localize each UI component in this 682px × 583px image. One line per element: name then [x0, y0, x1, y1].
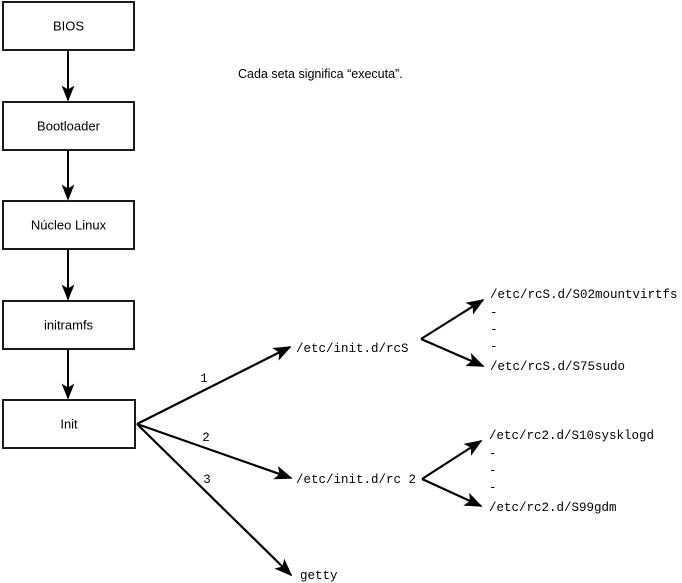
box-outline-bootloader — [2, 101, 135, 151]
diagram-caption: Cada seta significa “executa”. — [238, 67, 403, 81]
entry-path-rc2-1: /etc/rc2.d/S10sysklogd — [489, 429, 654, 443]
init-branch-number-1: 1 — [200, 372, 208, 386]
entry-ellipsis-rcS-3: - — [490, 323, 498, 337]
terminal-label-getty: getty — [300, 569, 338, 583]
script-group-rc2: /etc/init.d/rc 2/etc/rc2.d/S10sysklogd - -… — [296, 429, 654, 515]
script-arrow-rc2-1 — [421, 440, 483, 480]
process-box-bios: BIOS — [2, 1, 135, 51]
init-branch-arrow-rcS — [136, 346, 292, 425]
script-arrow-rcS-2 — [420, 337, 485, 368]
script-groups: /etc/init.d/rcS/etc/rcS.d/S02mountvirtfs… — [296, 288, 678, 515]
terminal-nodes: getty — [300, 569, 338, 583]
init-branch-number-2: 2 — [202, 431, 210, 445]
entry-ellipsis-rcS-2: - — [490, 306, 498, 320]
entry-path-rc2-5: /etc/rc2.d/S99gdm — [489, 501, 617, 515]
script-name-rcS: /etc/init.d/rcS — [296, 342, 409, 356]
box-label-initramfs: initramfs — [44, 317, 94, 332]
box-outline-bios — [2, 1, 135, 51]
init-branch-number-3: 3 — [203, 473, 211, 487]
process-box-bootloader: Bootloader — [2, 101, 135, 151]
entry-ellipsis-rc2-2: - — [489, 447, 497, 461]
init-branch-arrow-rc2 — [136, 422, 293, 480]
script-group-rcS: /etc/init.d/rcS/etc/rcS.d/S02mountvirtfs… — [296, 288, 678, 374]
entry-path-rcS-5: /etc/rcS.d/S75sudo — [490, 360, 625, 374]
box-label-bios: BIOS — [53, 18, 84, 33]
process-box-initramfs: initramfs — [2, 300, 135, 350]
script-name-rc2: /etc/init.d/rc 2 — [296, 473, 416, 487]
box-label-bootloader: Bootloader — [37, 118, 101, 133]
entry-path-rcS-1: /etc/rcS.d/S02mountvirtfs — [490, 288, 678, 302]
script-arrow-rc2-2 — [421, 477, 483, 508]
init-fan-group: 1 2 3 — [136, 346, 293, 577]
process-box-kernel: Núcleo Linux — [2, 200, 135, 250]
box-outline-init — [2, 399, 136, 449]
box-outline-initramfs — [2, 300, 135, 350]
entry-ellipsis-rcS-4: - — [490, 340, 498, 354]
script-arrow-rcS-1 — [420, 299, 485, 340]
box-label-init: Init — [60, 416, 78, 431]
box-label-kernel: Núcleo Linux — [31, 217, 107, 232]
entry-ellipsis-rc2-3: - — [489, 464, 497, 478]
entry-ellipsis-rc2-4: - — [489, 481, 497, 495]
process-box-init: Init — [2, 399, 136, 449]
init-branch-arrow-getty — [136, 423, 293, 577]
